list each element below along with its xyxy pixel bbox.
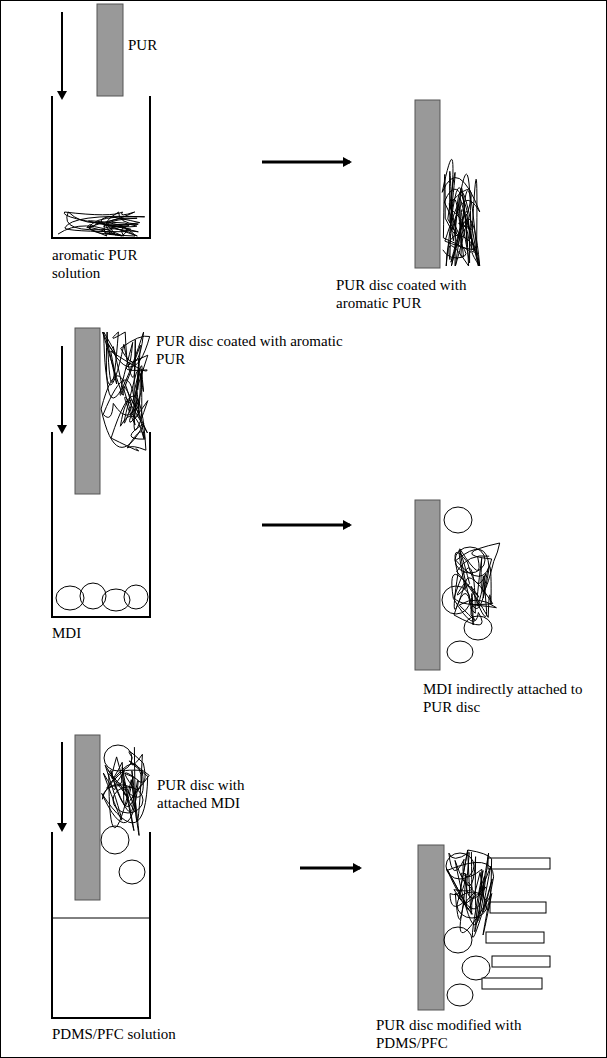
down-arrow (61, 346, 63, 432)
polymer-chain (101, 332, 150, 451)
text-label: PUR (128, 36, 188, 54)
polymer-chain (446, 850, 493, 937)
pur-disc (415, 500, 440, 670)
text-label: PUR disc with attached MDI (157, 776, 269, 812)
polymer-chain (102, 747, 150, 835)
pur-disc (97, 4, 123, 96)
text-label: PUR disc modified with PDMS/PFC (376, 1016, 548, 1052)
down-arrow (61, 742, 63, 830)
beaker (52, 832, 150, 1018)
text-label: MDI (52, 624, 132, 642)
pur-disc (75, 328, 100, 494)
text-label: aromatic PUR solution (52, 246, 152, 282)
polymer-chain (58, 212, 145, 236)
beaker (52, 96, 150, 238)
pur-disc (418, 845, 444, 1010)
text-label: PDMS/PFC solution (52, 1025, 212, 1043)
text-label: PUR disc coated with aromatic PUR (156, 332, 361, 368)
pdms-pfc-chains (482, 858, 550, 989)
polymer-chain (452, 543, 500, 625)
text-label: PUR disc coated with aromatic PUR (336, 276, 486, 312)
pur-disc (415, 100, 440, 268)
text-label: MDI indirectly attached to PUR disc (423, 680, 603, 716)
liquid-level (52, 918, 150, 919)
mdi-particles (56, 583, 148, 611)
polymer-chain (442, 159, 480, 266)
polymer-chains (58, 159, 500, 937)
down-arrow (61, 12, 63, 98)
right-arrow (262, 161, 350, 164)
right-arrow (300, 867, 360, 870)
right-arrow (262, 524, 350, 527)
pur-disc (75, 735, 100, 900)
beaker (52, 432, 150, 617)
